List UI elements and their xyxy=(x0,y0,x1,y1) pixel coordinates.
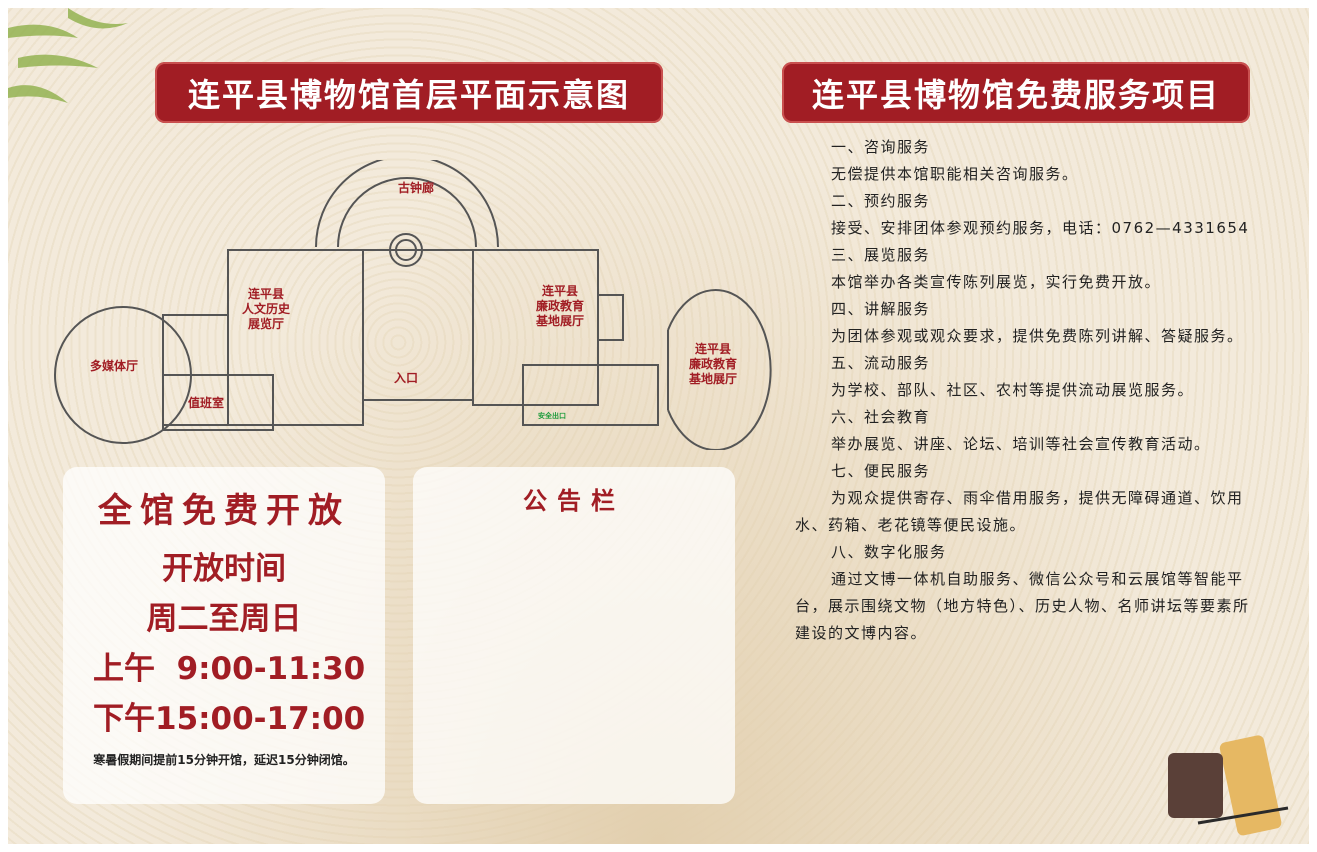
hours-title: 开放时间 xyxy=(162,551,286,587)
service-description: 通过文博一体机自助服务、微信公众号和云展馆等智能平台，展示围绕文物（地方特色）、… xyxy=(795,570,1250,642)
bulletin-board: 公告栏 xyxy=(413,467,735,804)
service-heading: 四、讲解服务 xyxy=(831,300,931,318)
entrance-label: 入口 xyxy=(394,371,418,385)
room-integrity2-line3: 基地展厅 xyxy=(688,371,737,386)
services-list: 一、咨询服务无偿提供本馆职能相关咨询服务。二、预约服务接受、安排团体参观预约服务… xyxy=(795,134,1262,647)
morning-hours: 上午 9:00-11:30 xyxy=(93,651,366,687)
service-description: 为学校、部队、社区、农村等提供流动展览服务。 xyxy=(831,381,1195,399)
room-multimedia: 多媒体厅 xyxy=(90,358,138,373)
room-history-line1: 连平县 xyxy=(248,286,284,301)
bulletin-title: 公告栏 xyxy=(523,486,625,515)
service-description: 为观众提供寄存、雨伞借用服务，提供无障碍通道、饮用水、药箱、老花镜等便民设施。 xyxy=(795,489,1244,534)
service-heading: 八、数字化服务 xyxy=(831,543,947,561)
holiday-note: 寒暑假期间提前15分钟开馆，延迟15分钟闭馆。 xyxy=(93,753,355,767)
inkstone-scroll-decoration xyxy=(1168,735,1289,836)
open-days: 周二至周日 xyxy=(146,601,302,637)
exit-label: 安全出口 xyxy=(538,411,566,420)
floor-plan-map: 古钟廊 连平县 人文历史 展览厅 连平县 廉政教育 基地展厅 连平县 廉政教育 … xyxy=(54,160,772,450)
floor-plan-title: 连平县博物馆首层平面示意图 xyxy=(155,62,663,123)
service-description: 接受、安排团体参观预约服务，电话：0762—4331654 xyxy=(831,219,1250,237)
service-heading: 三、展览服务 xyxy=(831,246,931,264)
service-heading: 二、预约服务 xyxy=(831,192,931,210)
room-integrity2-line1: 连平县 xyxy=(695,341,731,356)
services-title: 连平县博物馆免费服务项目 xyxy=(782,62,1250,123)
service-description: 无偿提供本馆职能相关咨询服务。 xyxy=(831,165,1079,183)
service-heading: 七、便民服务 xyxy=(831,462,931,480)
opening-hours-card: 全馆免费开放 开放时间 周二至周日 上午 9:00-11:30 下午15:00-… xyxy=(63,467,385,804)
room-integrity2-line2: 廉政教育 xyxy=(689,356,737,371)
bamboo-leaves-decoration xyxy=(8,8,128,103)
afternoon-hours: 下午15:00-17:00 xyxy=(93,701,366,737)
room-history-line3: 展览厅 xyxy=(248,316,284,331)
service-heading: 一、咨询服务 xyxy=(831,138,931,156)
room-duty: 值班室 xyxy=(188,395,224,410)
room-integrity1-line2: 廉政教育 xyxy=(536,298,584,313)
service-description: 举办展览、讲座、论坛、培训等社会宣传教育活动。 xyxy=(831,435,1211,453)
service-description: 为团体参观或观众要求，提供免费陈列讲解、答疑服务。 xyxy=(831,327,1244,345)
room-history-line2: 人文历史 xyxy=(242,301,291,316)
service-heading: 六、社会教育 xyxy=(831,408,931,426)
poster: 连平县博物馆首层平面示意图 连平县博物馆免费服务项目 古钟廊 连平县 人文历史 … xyxy=(8,8,1309,844)
room-integrity1-line3: 基地展厅 xyxy=(535,313,584,328)
room-bell-corridor: 古钟廊 xyxy=(398,180,434,195)
free-admission-heading: 全馆免费开放 xyxy=(98,491,350,531)
room-integrity1-line1: 连平县 xyxy=(542,283,578,298)
service-heading: 五、流动服务 xyxy=(831,354,931,372)
service-description: 本馆举办各类宣传陈列展览，实行免费开放。 xyxy=(831,273,1162,291)
